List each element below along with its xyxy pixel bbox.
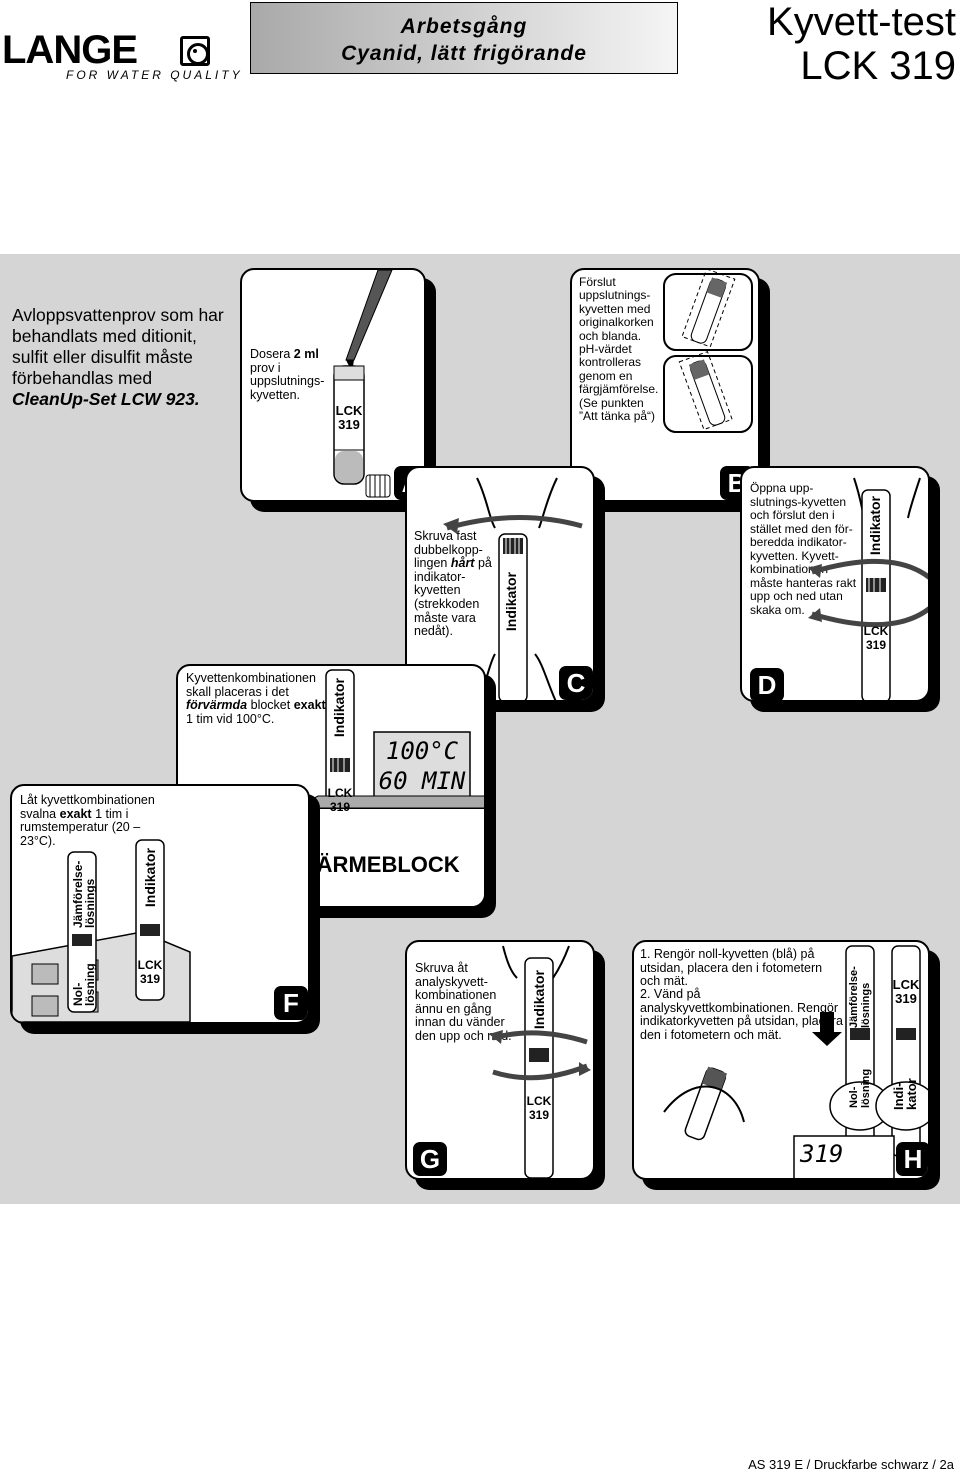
step-h-instruction-1: 1. Rengör noll-kyvetten (blå) på utsidan…: [640, 947, 823, 989]
step-g-tube-top-label: Indikator: [531, 970, 547, 1030]
step-e-duration: 60 MIN: [378, 767, 466, 795]
step-e-block-label: VÄRMEBLOCK: [302, 852, 460, 877]
step-f-panel: Låt kyvettkombinationen svalna exakt 1 t…: [10, 784, 310, 1024]
step-c-tube-label: Indikator: [503, 572, 519, 632]
step-c-instruction: Skruva fast dubbelkopp-lingen hårt på in…: [414, 529, 492, 639]
step-c-letter: C: [559, 666, 593, 700]
step-c-emphasis: hårt: [450, 556, 475, 571]
heat-block-illustration: [295, 669, 484, 906]
step-g-letter: G: [413, 1142, 447, 1176]
lange-target-icon: [180, 36, 210, 66]
step-g-instruction: Skruva åt analyskyvett-kombinationen änn…: [415, 961, 512, 1043]
step-f-instruction: Låt kyvettkombinationen svalna exakt 1 t…: [20, 793, 155, 848]
product-code: LCK 319: [800, 44, 956, 88]
step-h-tube1-bottom-label: Nol-lösning: [848, 1068, 872, 1108]
step-e-tube-top-label: Indikator: [331, 678, 347, 738]
step-d-tube-bottom-label: LCK 319: [863, 624, 889, 652]
step-e-tube-bottom-label: LCK 319: [327, 786, 353, 814]
document-subtitle: Cyanid, lätt frigörande: [341, 42, 587, 65]
screw-coupling-illustration: [443, 477, 583, 700]
step-e-display: 100°C 60 MIN: [376, 736, 468, 796]
step-b-panel: Förslut uppslutnings-kyvetten med origin…: [570, 268, 760, 502]
step-f-letter: F: [274, 986, 308, 1020]
shake-tube-illustration: [663, 270, 753, 433]
intro-note: Avloppsvattenprov som har behandlats med…: [12, 305, 232, 410]
step-b-instruction: Förslut uppslutnings-kyvetten med origin…: [579, 275, 659, 424]
product-type: Kyvett-test: [767, 0, 956, 44]
step-h-letter: H: [896, 1142, 928, 1176]
swap-tube-illustration: [808, 477, 928, 700]
step-d-panel: Öppna upp-slutnings-kyvetten och förslut…: [740, 466, 930, 702]
step-d-instruction: Öppna upp-slutnings-kyvetten och förslut…: [750, 481, 857, 617]
step-h-tube1-top-label: Jämförelse-lösnings: [848, 966, 872, 1028]
step-f-tube2-bottom-label: LCK 319: [137, 958, 163, 986]
print-footer: AS 319 E / Druckfarbe schwarz / 2a: [748, 1457, 954, 1472]
step-h-instruction-2: 2. Vänd på analyskyvettkombinationen. Re…: [640, 987, 843, 1042]
step-e-instruction: Kyvettenkombinationen skall placeras i d…: [186, 671, 326, 726]
step-h-display-value: 319: [800, 1140, 844, 1168]
step-a-dose: 2 ml: [293, 347, 319, 361]
pipette-tube-illustration: [333, 270, 393, 498]
step-e-emphasis-2: exakt: [293, 698, 326, 713]
step-d-tube-top-label: Indikator: [867, 496, 883, 556]
lange-logo: LANGE FOR WATER QUALITY: [2, 30, 242, 90]
step-e-emphasis-1: förvärmda: [186, 698, 248, 713]
logo-wordmark: LANGE: [2, 28, 138, 72]
step-g-tube-bottom-label: LCK 319: [526, 1094, 552, 1122]
step-h-tube2-top-label: LCK 319: [892, 977, 920, 1006]
product-name: Kyvett-test LCK 319: [767, 0, 956, 88]
step-f-emphasis: exakt: [59, 806, 92, 821]
cooling-rack-illustration: [12, 839, 191, 1022]
step-g-panel: Skruva åt analyskyvett-kombinationen änn…: [405, 940, 595, 1180]
step-f-tube1-bottom-label: Nol-lösning: [71, 963, 97, 1006]
logo-tagline: FOR WATER QUALITY: [66, 68, 243, 82]
intro-text: Avloppsvattenprov som har behandlats med…: [12, 305, 224, 388]
step-d-letter: D: [750, 668, 784, 700]
step-a-panel: Dosera 2 ml prov i uppslutnings-kyvetten…: [240, 268, 426, 502]
step-a-tube-label: LCK 319: [335, 403, 363, 432]
step-h-panel: 1. Rengör noll-kyvetten (blå) på utsidan…: [632, 940, 930, 1180]
invert-tube-illustration: [489, 945, 591, 1178]
step-f-tube1-top-label: Jämförelse-lösnings: [71, 860, 97, 928]
step-a-instruction: Dosera 2 ml prov i uppslutnings-kyvetten…: [250, 347, 325, 402]
photometer-illustration: [663, 945, 928, 1178]
step-f-tube2-top-label: Indikator: [142, 848, 158, 908]
intro-emphasis: CleanUp-Set LCW 923.: [12, 389, 200, 409]
step-h-tube2-bottom-label: Indi-kator: [891, 1078, 919, 1110]
step-e-temperature: 100°C: [385, 737, 459, 765]
step-c-panel: Skruva fast dubbelkopp-lingen hårt på in…: [405, 466, 595, 702]
document-title: Arbetsgång: [400, 15, 528, 38]
document-title-box: Arbetsgång Cyanid, lätt frigörande: [250, 2, 678, 74]
